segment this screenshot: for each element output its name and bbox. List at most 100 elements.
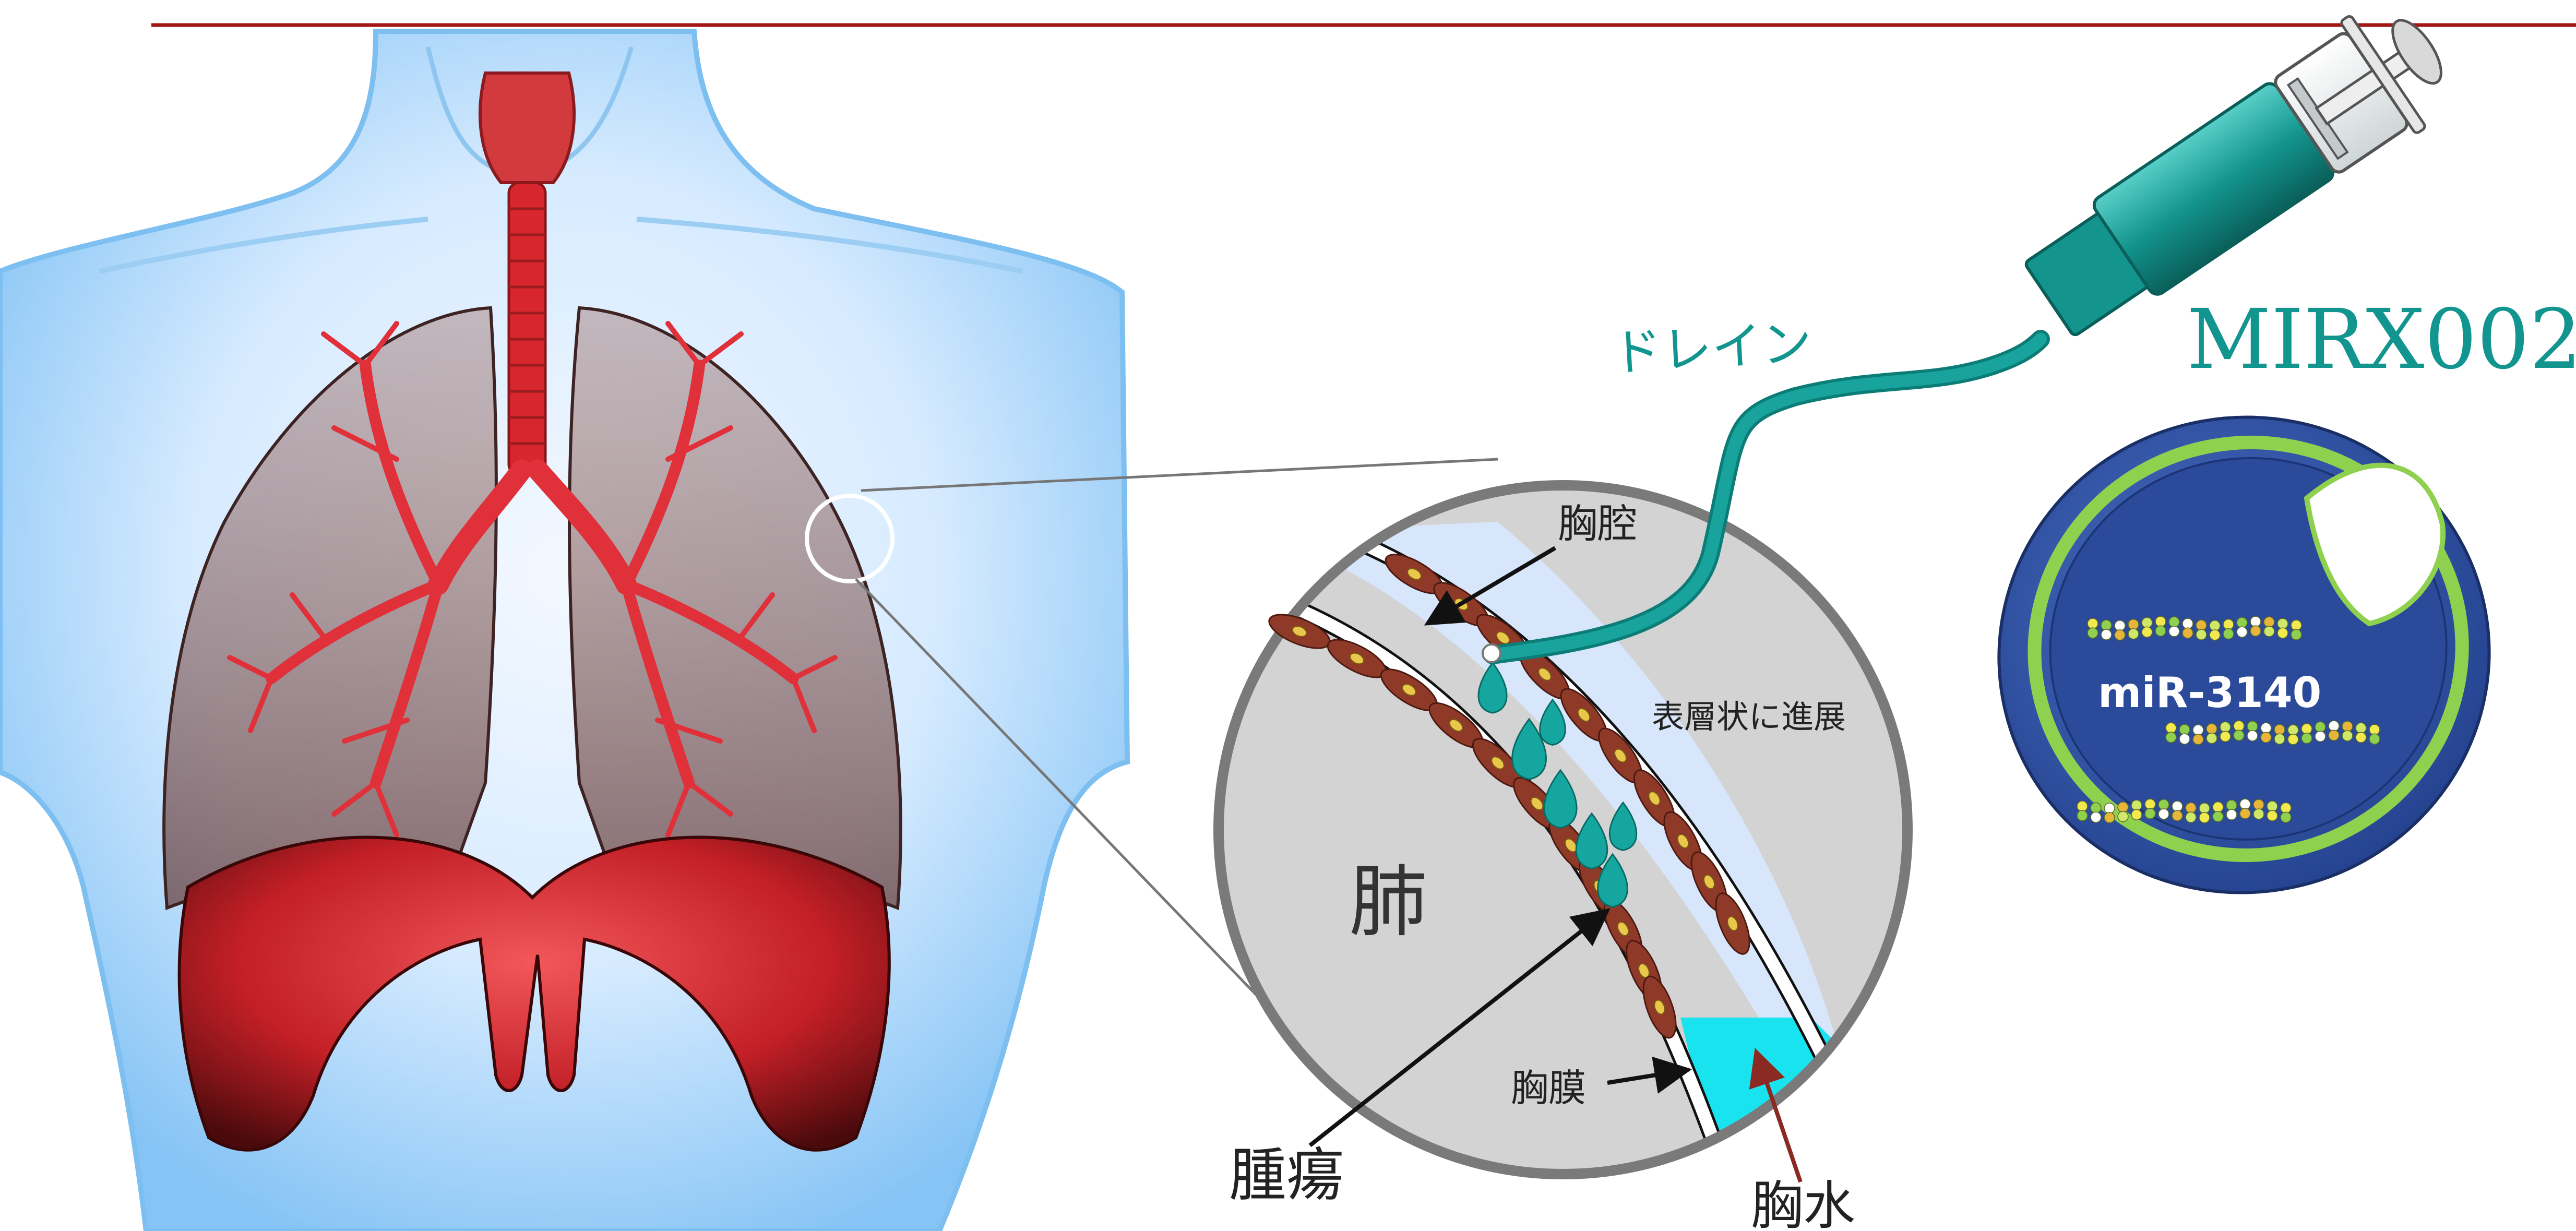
rna-bead — [2250, 626, 2261, 636]
rna-bead — [2261, 723, 2271, 733]
rna-bead — [2077, 810, 2088, 821]
rna-bead — [2250, 616, 2261, 627]
rna-bead — [2223, 619, 2234, 630]
rna-bead — [2223, 629, 2234, 639]
rna-bead — [2356, 723, 2366, 733]
rna-bead — [2088, 618, 2098, 629]
rna-bead — [2158, 809, 2169, 819]
rna-bead — [2329, 730, 2339, 740]
rna-bead — [2237, 617, 2247, 628]
rna-bead — [2196, 620, 2207, 630]
rna-bead — [2077, 801, 2088, 811]
rna-bead — [2288, 734, 2298, 745]
rna-bead — [2128, 629, 2139, 639]
rna-bead — [2253, 799, 2264, 810]
rna-bead — [2281, 812, 2291, 822]
rna-bead — [2115, 620, 2125, 631]
rna-bead — [2301, 724, 2312, 734]
rna-bead — [2101, 620, 2112, 630]
rna-bead — [2210, 630, 2220, 640]
rna-bead — [2356, 732, 2366, 743]
rna-bead — [2264, 626, 2274, 637]
rna-bead — [2342, 721, 2353, 732]
rna-bead — [2172, 801, 2183, 811]
rna-bead — [2196, 629, 2207, 640]
rna-bead — [2207, 724, 2217, 734]
rna-bead — [2179, 724, 2190, 735]
rna-bead — [2169, 617, 2179, 627]
drain-tip — [1483, 644, 1500, 662]
rna-bead — [2186, 812, 2196, 822]
rna-bead — [2226, 809, 2237, 820]
label-mirna: miR-3140 — [2098, 668, 2321, 717]
rna-bead — [2101, 629, 2112, 640]
rna-bead — [2301, 733, 2312, 744]
rna-bead — [2240, 808, 2250, 819]
label-tumor: 腫瘍 — [1229, 1142, 1344, 1209]
rna-bead — [2091, 812, 2101, 822]
rna-bead — [2291, 620, 2301, 630]
rna-bead — [2274, 724, 2285, 735]
rna-bead — [2277, 628, 2288, 638]
rna-bead — [2369, 724, 2380, 735]
rna-bead — [2199, 803, 2210, 814]
rna-bead — [2267, 810, 2277, 821]
nanoparticle-illustration — [1961, 378, 2527, 931]
label-drain: ドレイン — [1610, 314, 1813, 383]
rna-bead — [2277, 618, 2288, 629]
rna-bead — [2213, 802, 2223, 812]
rna-bead — [2118, 811, 2128, 822]
rna-bead — [2220, 722, 2231, 732]
rna-bead — [2274, 734, 2285, 744]
rna-bead — [2342, 731, 2353, 741]
label-pleura: 胸膜 — [1511, 1066, 1586, 1110]
rna-bead — [2142, 617, 2152, 628]
rna-bead — [2234, 730, 2244, 740]
larynx — [480, 73, 574, 183]
rna-bead — [2142, 627, 2152, 637]
rna-bead — [2166, 723, 2176, 733]
rna-bead — [2158, 799, 2169, 810]
rna-bead — [2281, 803, 2291, 813]
rna-bead — [2169, 626, 2179, 637]
rna-bead — [2315, 731, 2325, 742]
rna-bead — [2261, 732, 2271, 743]
rna-bead — [2247, 731, 2258, 741]
rna-bead — [2128, 619, 2139, 630]
rna-bead — [2253, 809, 2264, 819]
label-drug-name: MIRX002 — [2187, 292, 2576, 388]
rna-bead — [2115, 630, 2125, 640]
rna-bead — [2199, 812, 2210, 823]
rna-bead — [2267, 801, 2277, 811]
rna-bead — [2104, 803, 2115, 814]
rna-bead — [2145, 799, 2155, 809]
rna-bead — [2131, 809, 2142, 820]
rna-bead — [2237, 627, 2247, 637]
rna-bead — [2369, 734, 2380, 744]
rna-bead — [2240, 799, 2250, 809]
rna-bead — [2193, 734, 2203, 745]
rna-bead — [2179, 734, 2190, 744]
rna-bead — [2172, 810, 2183, 821]
rna-bead — [2193, 725, 2203, 735]
label-lung: 肺 — [1349, 857, 1427, 948]
label-pleural-cavity: 胸腔 — [1558, 500, 1637, 547]
rna-bead — [2183, 628, 2193, 638]
rna-bead — [2145, 808, 2155, 819]
rna-bead — [2088, 628, 2098, 638]
rna-bead — [2291, 629, 2301, 640]
rna-bead — [2226, 800, 2237, 810]
rna-bead — [2213, 811, 2223, 822]
label-pleural-effusion: 胸水 — [1751, 1175, 1855, 1231]
rna-bead — [2118, 802, 2128, 812]
rna-bead — [2155, 616, 2166, 627]
rna-bead — [2183, 618, 2193, 629]
rna-bead — [2207, 733, 2217, 744]
trachea — [509, 183, 545, 475]
rna-bead — [2220, 731, 2231, 742]
rna-bead — [2210, 620, 2220, 631]
rna-bead — [2288, 725, 2298, 735]
rna-bead — [2315, 722, 2325, 732]
rna-bead — [2104, 812, 2115, 823]
